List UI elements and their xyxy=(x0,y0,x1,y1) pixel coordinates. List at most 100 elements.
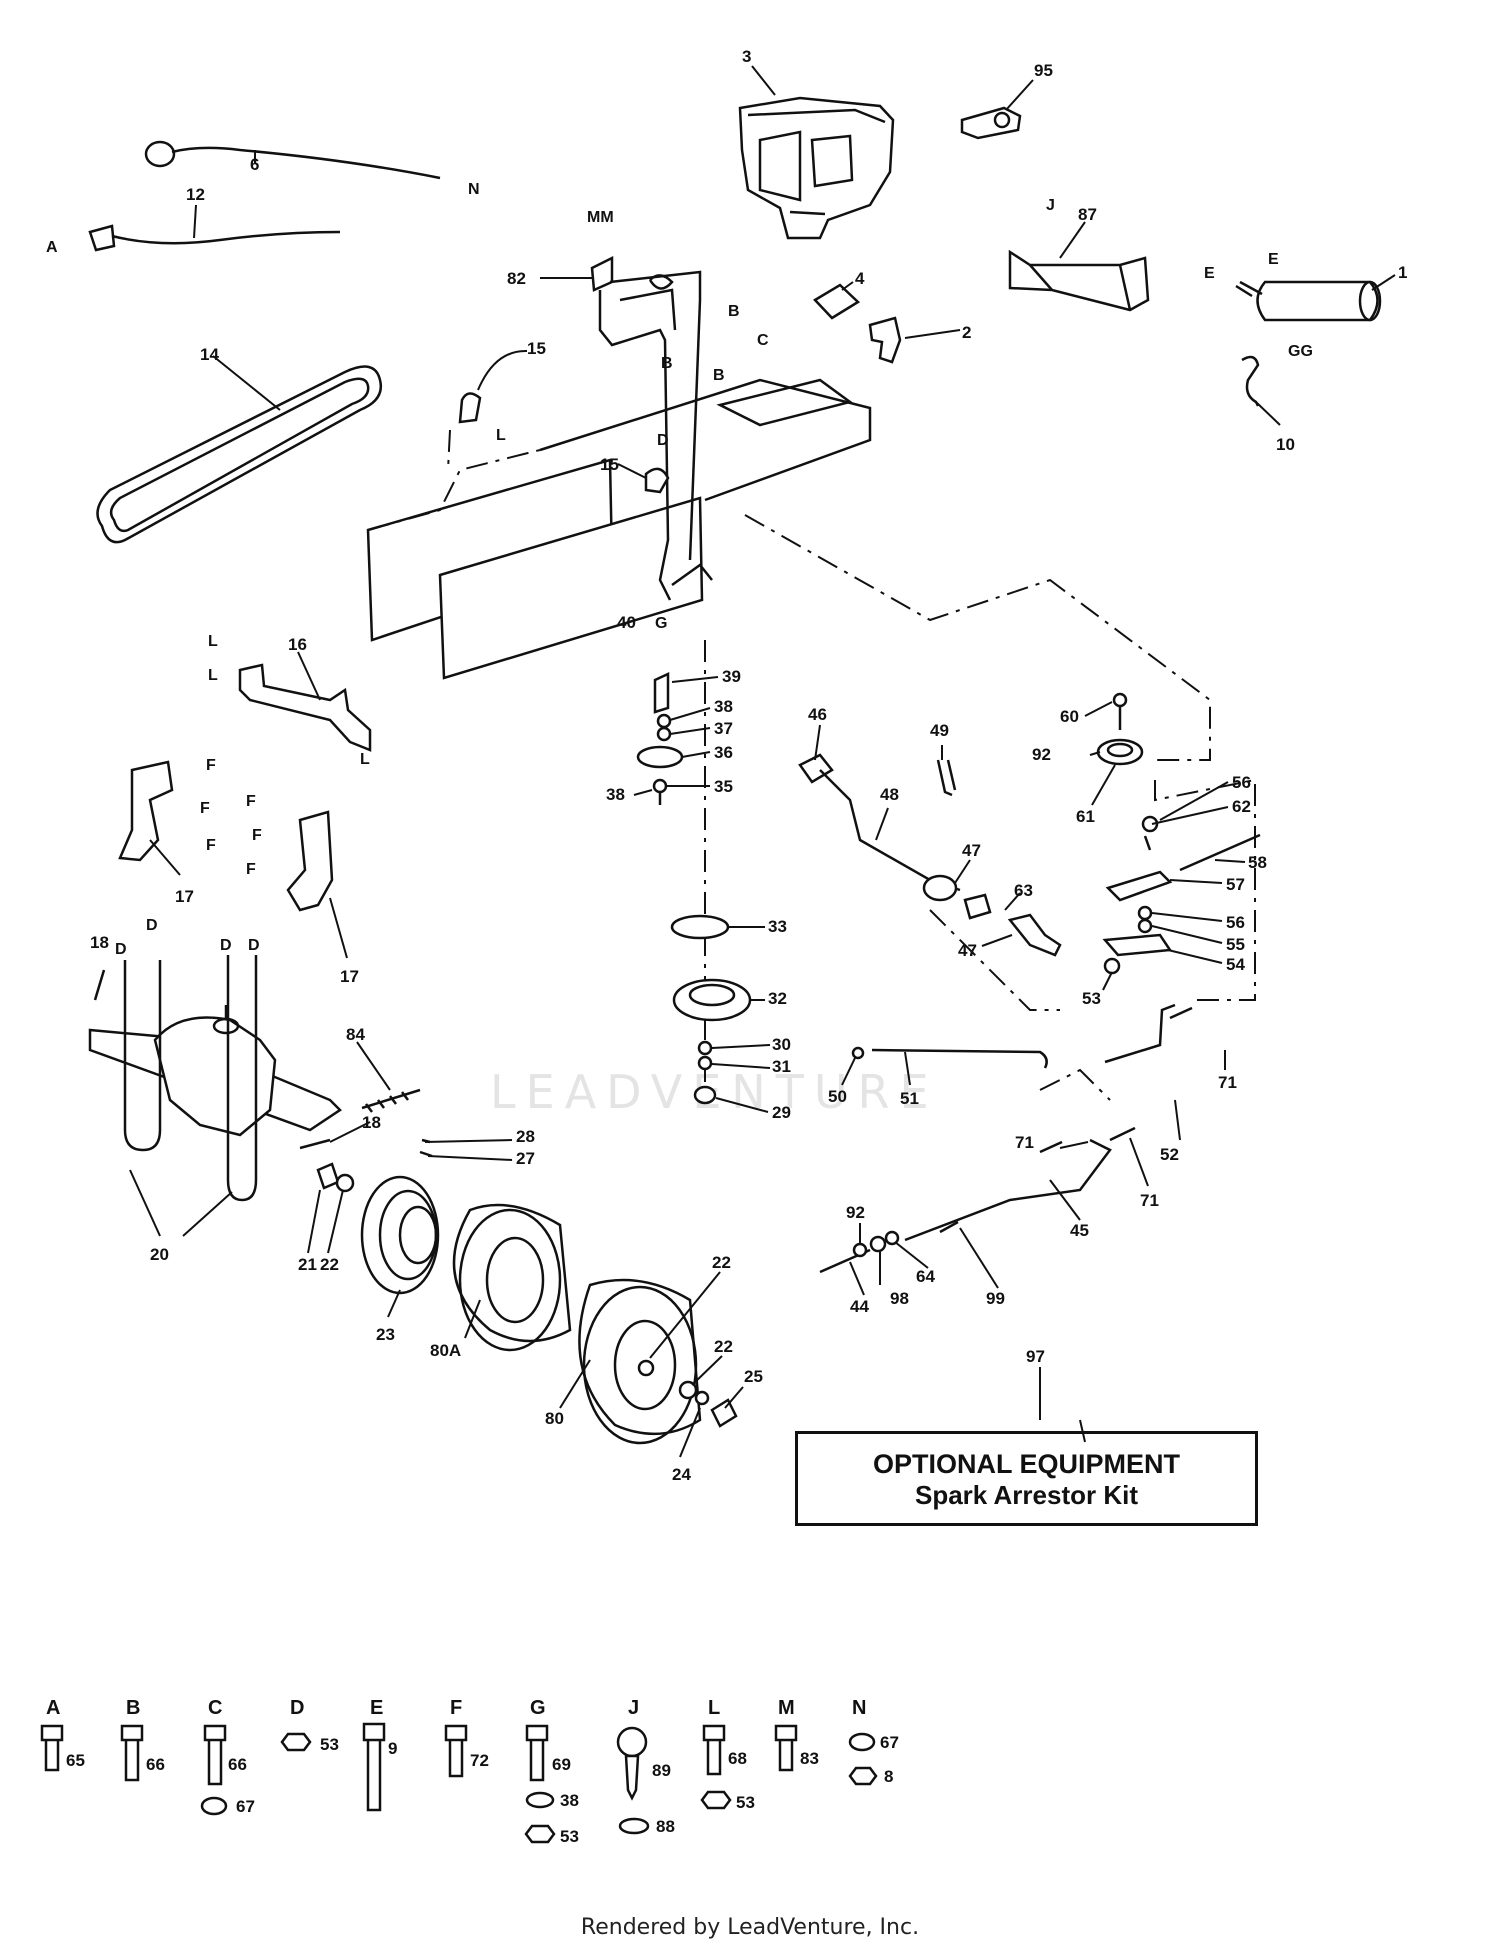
connector-line-c xyxy=(1039,1068,1111,1101)
washer-part-22a xyxy=(335,1173,355,1193)
callout-62: 62 xyxy=(1232,797,1251,816)
optional-equipment-title: OPTIONAL EQUIPMENT xyxy=(872,1448,1181,1479)
key-letter-B: B xyxy=(126,1697,140,1719)
callout-44: 44 xyxy=(850,1297,869,1316)
key-part-67: 67 xyxy=(236,1797,255,1816)
ref-letter-L3: L xyxy=(208,667,218,684)
callout-1: 1 xyxy=(1398,263,1407,282)
pin-part-71b xyxy=(1109,1126,1136,1142)
frame-assembly xyxy=(366,378,872,680)
callout-55: 55 xyxy=(1226,935,1245,954)
callout-58: 58 xyxy=(1248,853,1267,872)
callout-32: 32 xyxy=(768,989,787,1008)
bolt-icon xyxy=(702,1724,726,1776)
callout-40: 40 xyxy=(617,613,636,632)
ref-letter-F6: F xyxy=(246,861,256,878)
washer-icon xyxy=(525,1791,555,1809)
callout-15a: 15 xyxy=(527,339,546,358)
part-10 xyxy=(1241,355,1260,407)
callout-35: 35 xyxy=(714,777,733,796)
key-part-66: 66 xyxy=(146,1755,165,1774)
heat-shield-part-87 xyxy=(1008,249,1150,312)
choke-cable-part-6 xyxy=(144,140,441,180)
ref-letter-B3: B xyxy=(713,367,725,384)
throttle-cable-part-12 xyxy=(88,224,341,252)
callout-30: 30 xyxy=(772,1035,791,1054)
callout-45: 45 xyxy=(1070,1221,1089,1240)
ref-letter-E2: E xyxy=(1268,251,1279,268)
callout-3: 3 xyxy=(742,47,751,66)
callout-39: 39 xyxy=(722,667,741,686)
callout-97: 97 xyxy=(1026,1347,1045,1366)
key-part-72: 72 xyxy=(470,1751,489,1770)
bolt-icon xyxy=(774,1724,798,1772)
screw-icon xyxy=(624,1754,640,1801)
pin-part-71a xyxy=(1039,1140,1063,1154)
nut-icon xyxy=(848,1766,878,1786)
part-50 xyxy=(851,1046,865,1060)
callout-33: 33 xyxy=(768,917,787,936)
reference-letters: A N MM B B B C D L G J E E GG L L L F F … xyxy=(46,181,1313,958)
washer-icon xyxy=(618,1817,650,1835)
callout-47b: 47 xyxy=(958,941,977,960)
callout-84: 84 xyxy=(346,1025,365,1044)
callout-51: 51 xyxy=(900,1089,919,1108)
clip-part-15b xyxy=(644,467,670,494)
key-part-18b xyxy=(299,1138,331,1150)
callout-38b: 38 xyxy=(606,785,625,804)
ref-letter-GG: GG xyxy=(1288,343,1313,360)
ref-letter-D3: D xyxy=(146,917,158,934)
ref-letter-F5: F xyxy=(252,827,262,844)
wheel-rim-part-23 xyxy=(360,1175,440,1295)
pulley-stack xyxy=(636,672,752,1105)
spacer-part-21 xyxy=(316,1162,340,1190)
key-part-69: 69 xyxy=(552,1755,571,1774)
bolt-icon xyxy=(203,1724,227,1786)
callout-28: 28 xyxy=(516,1127,535,1146)
key-letter-L: L xyxy=(708,1697,720,1719)
callout-22a: 22 xyxy=(320,1255,339,1274)
key-letter-J: J xyxy=(628,1697,639,1719)
callout-54: 54 xyxy=(1226,955,1245,974)
rod-part-51 xyxy=(871,1048,1048,1069)
callout-12: 12 xyxy=(186,185,205,204)
connector-line-belt-route xyxy=(744,514,1211,761)
ref-letter-E1: E xyxy=(1204,265,1215,282)
ref-letter-D4: D xyxy=(220,937,232,954)
nut-icon xyxy=(700,1790,732,1810)
key-part-83: 83 xyxy=(800,1749,819,1768)
lock-washer-icon xyxy=(848,1732,876,1752)
connector-line-a xyxy=(1154,778,1256,1001)
key-part-53c: 53 xyxy=(736,1793,755,1812)
callout-92b: 92 xyxy=(846,1203,865,1222)
ref-letter-L4: L xyxy=(360,751,370,768)
callout-49: 49 xyxy=(930,721,949,740)
callout-50: 50 xyxy=(828,1087,847,1106)
bracket-part-17a xyxy=(118,760,174,862)
ref-letter-D1: D xyxy=(657,432,669,449)
star-washer-icon xyxy=(616,1726,648,1758)
callout-46: 46 xyxy=(808,705,827,724)
callout-17a: 17 xyxy=(175,887,194,906)
ref-letter-F2: F xyxy=(200,800,210,817)
ref-letter-N: N xyxy=(468,181,480,198)
key-letter-N: N xyxy=(852,1697,866,1719)
callout-2: 2 xyxy=(962,323,971,342)
callout-labels: 1 2 3 4 6 10 12 14 15 15 16 17 17 18 18 … xyxy=(90,47,1407,1484)
callout-52: 52 xyxy=(1160,1145,1179,1164)
ref-letter-MM: MM xyxy=(587,209,614,226)
callout-98: 98 xyxy=(890,1289,909,1308)
ref-letter-J: J xyxy=(1046,197,1055,214)
connector-line-b xyxy=(929,909,1060,1011)
callout-4: 4 xyxy=(855,269,865,288)
bracket-part-16 xyxy=(238,663,372,752)
callout-21: 21 xyxy=(298,1255,317,1274)
callout-27: 27 xyxy=(516,1149,535,1168)
callout-22b: 22 xyxy=(712,1253,731,1272)
callout-36: 36 xyxy=(714,743,733,762)
callout-25: 25 xyxy=(744,1367,763,1386)
callout-80: 80 xyxy=(545,1409,564,1428)
pin-part-71c xyxy=(1169,1006,1193,1020)
spring-part-84 xyxy=(361,1088,421,1113)
